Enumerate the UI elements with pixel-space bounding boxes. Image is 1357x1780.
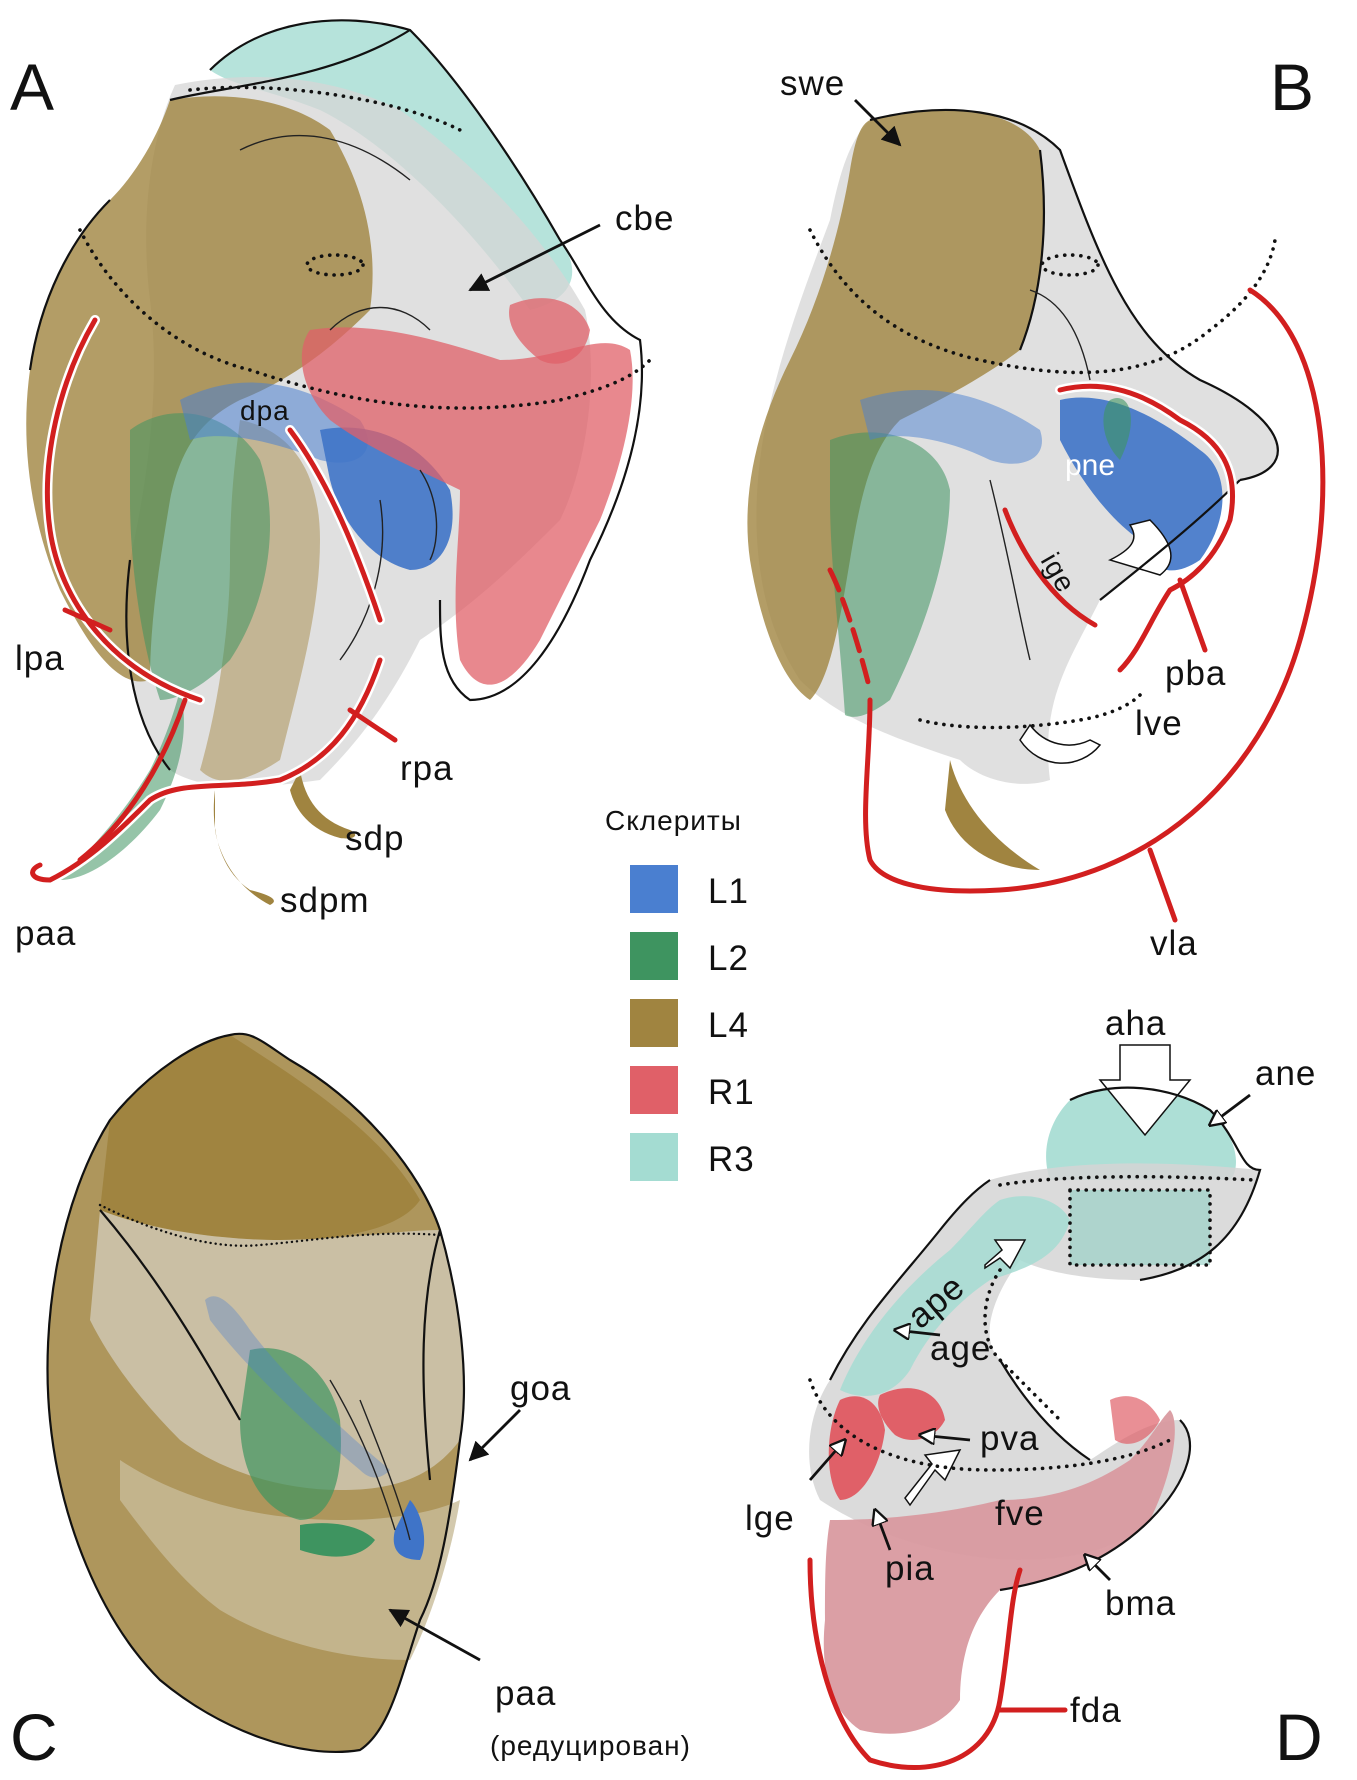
panel-c-letter: C (10, 1700, 58, 1774)
legend-swatch-r1 (630, 1066, 678, 1114)
label-goa: goa (510, 1369, 571, 1408)
panel-d: D aha ane ape age pva lge fve pia bma fd… (745, 1004, 1323, 1774)
legend-item-l1: L1 (630, 865, 749, 913)
panel-b-letter: B (1270, 50, 1314, 124)
legend-label-r1: R1 (708, 1073, 755, 1112)
label-lge: lge (745, 1499, 795, 1538)
label-ane: ane (1255, 1054, 1316, 1093)
legend-label-l2: L2 (708, 939, 749, 978)
label-rpa: rpa (400, 749, 454, 788)
label-pba: pba (1165, 654, 1226, 693)
label-pia: pia (885, 1549, 935, 1588)
panel-c: C goa paa (редуцирован) (10, 1034, 691, 1774)
legend-swatch-r3 (630, 1133, 678, 1181)
label-sdp: sdp (345, 819, 404, 858)
label-dpa: dpa (240, 395, 290, 426)
legend-label-l1: L1 (708, 872, 749, 911)
label-paa-note: (редуцирован) (490, 1730, 691, 1761)
legend-title: Склериты (605, 805, 742, 836)
legend-swatch-l4 (630, 999, 678, 1047)
panel-d-ane-arrow (1210, 1095, 1250, 1125)
label-paa-c: paa (495, 1674, 556, 1713)
panel-b-pba-pointer (1180, 580, 1205, 650)
label-fve: fve (995, 1494, 1045, 1533)
panel-a: A cbe dpa lpa rpa sdp sdpm paa (10, 20, 674, 953)
label-pne: pne (1065, 449, 1115, 482)
label-swe: swe (780, 64, 845, 103)
legend-label-r3: R3 (708, 1140, 755, 1179)
panel-b: B swe pne ige pba lve vla (747, 50, 1322, 963)
label-sdpm: sdpm (280, 881, 370, 920)
panel-d-r3-box (1070, 1190, 1210, 1265)
label-fda: fda (1070, 1691, 1122, 1730)
panel-a-letter: A (10, 50, 54, 124)
legend-item-r3: R3 (630, 1133, 755, 1181)
label-vla: vla (1150, 924, 1198, 963)
legend-item-r1: R1 (630, 1066, 755, 1114)
legend-label-l4: L4 (708, 1006, 749, 1045)
panel-b-vla-pointer (1150, 850, 1175, 920)
legend-swatch-l1 (630, 865, 678, 913)
label-age: age (930, 1329, 991, 1368)
panel-c-goa-arrow (470, 1410, 520, 1460)
label-bma: bma (1105, 1584, 1176, 1623)
legend-item-l2: L2 (630, 932, 749, 980)
label-pva: pva (980, 1419, 1039, 1458)
label-aha: aha (1105, 1004, 1166, 1043)
label-lpa: lpa (15, 639, 65, 678)
legend-swatch-l2 (630, 932, 678, 980)
panel-d-letter: D (1275, 1700, 1323, 1774)
panel-a-sdpm-spine (214, 790, 274, 905)
legend-item-l4: L4 (630, 999, 749, 1047)
legend: Склериты L1 L2 L4 R1 R3 (605, 805, 755, 1181)
label-lve: lve (1135, 704, 1183, 743)
label-cbe: cbe (615, 199, 674, 238)
label-paa-a: paa (15, 914, 76, 953)
